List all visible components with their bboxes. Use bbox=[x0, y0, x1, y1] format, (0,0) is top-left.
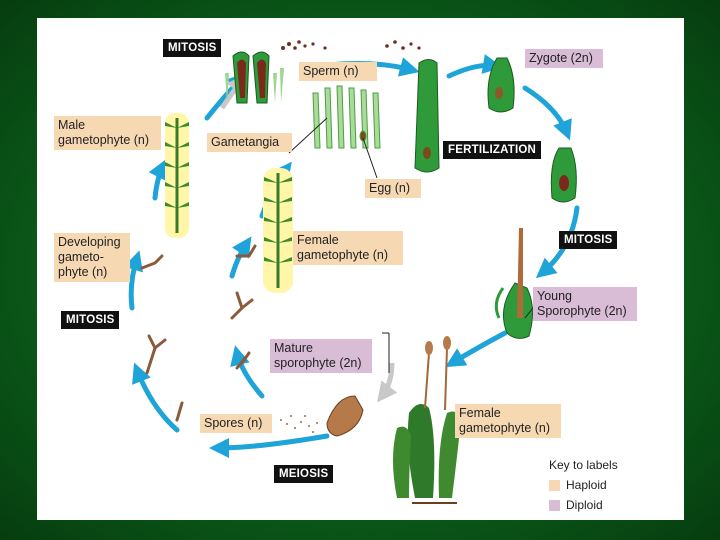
mitosis-label-left: MITOSIS bbox=[61, 311, 120, 329]
antheridia-cluster bbox=[225, 51, 284, 104]
spore-capsule bbox=[326, 395, 364, 437]
female-gametophyte-label-right: Female gametophyte (n) bbox=[455, 404, 561, 438]
arrow-inner-2 bbox=[229, 236, 252, 279]
archegonia-cluster bbox=[312, 85, 381, 149]
arrow-spores-up-outer-1 bbox=[132, 362, 180, 433]
egg-label: Egg (n) bbox=[365, 179, 421, 198]
spores-label: Spores (n) bbox=[200, 414, 272, 433]
female-gametophyte-label-left: Female gametophyte (n) bbox=[293, 231, 403, 265]
archegonium-fertilized bbox=[414, 59, 440, 173]
diploid-swatch bbox=[549, 499, 560, 511]
zygote-structure bbox=[487, 57, 515, 113]
arrow-outer-2 bbox=[123, 250, 143, 311]
developing-gametophyte-label: Developing gameto- phyte (n) bbox=[54, 233, 130, 282]
meiosis-label: MEIOSIS bbox=[274, 465, 334, 483]
young-sporophyte-plant bbox=[494, 228, 542, 339]
diagram-panel: MITOSIS Sperm (n) Zygote (2n) Male gamet… bbox=[37, 18, 684, 520]
arrow-to-mature-sporophyte bbox=[445, 330, 508, 368]
female-gametophyte-plant-left bbox=[263, 168, 293, 293]
zygote-label: Zygote (2n) bbox=[525, 49, 603, 68]
embryo-structure bbox=[550, 147, 577, 203]
protonema-4 bbox=[230, 291, 254, 320]
mature-sporophyte-label: Mature sporophyte (2n) bbox=[270, 339, 372, 373]
sperm-label: Sperm (n) bbox=[299, 62, 377, 81]
male-gametophyte-label: Male gametophyte (n) bbox=[54, 116, 161, 150]
mitosis-label-top: MITOSIS bbox=[163, 39, 222, 57]
haploid-swatch bbox=[549, 479, 560, 491]
protonema-1 bbox=[140, 254, 164, 270]
young-sporophyte-label: Young Sporophyte (2n) bbox=[533, 287, 637, 321]
arrow-meiosis-to-spores bbox=[209, 433, 330, 458]
protonema-2 bbox=[145, 334, 167, 375]
arrow-outer-3 bbox=[148, 158, 167, 201]
key-diploid-row: Diploid bbox=[549, 498, 603, 512]
spore-spray bbox=[280, 415, 318, 433]
arrow-inner-1 bbox=[230, 345, 265, 399]
mitosis-label-right: MITOSIS bbox=[559, 231, 618, 249]
protonema-stages bbox=[140, 244, 257, 422]
key-title: Key to labels bbox=[549, 458, 618, 472]
protonema-6 bbox=[235, 244, 257, 258]
protonema-3 bbox=[175, 401, 184, 422]
protonema-5 bbox=[235, 351, 251, 370]
gametangia-label: Gametangia bbox=[207, 133, 292, 152]
sperm-dots bbox=[281, 40, 421, 50]
arrow-zygote-to-embryo bbox=[522, 85, 572, 141]
grey-arrow-spore-release bbox=[377, 362, 398, 403]
fertilization-label: FERTILIZATION bbox=[443, 141, 541, 159]
arrow-to-zygote bbox=[446, 54, 503, 79]
moss-life-cycle-art bbox=[123, 40, 580, 504]
key-diploid-label: Diploid bbox=[566, 498, 603, 512]
key-haploid-label: Haploid bbox=[566, 478, 607, 492]
key-haploid-row: Haploid bbox=[549, 478, 607, 492]
male-gametophyte-plant bbox=[165, 113, 189, 238]
